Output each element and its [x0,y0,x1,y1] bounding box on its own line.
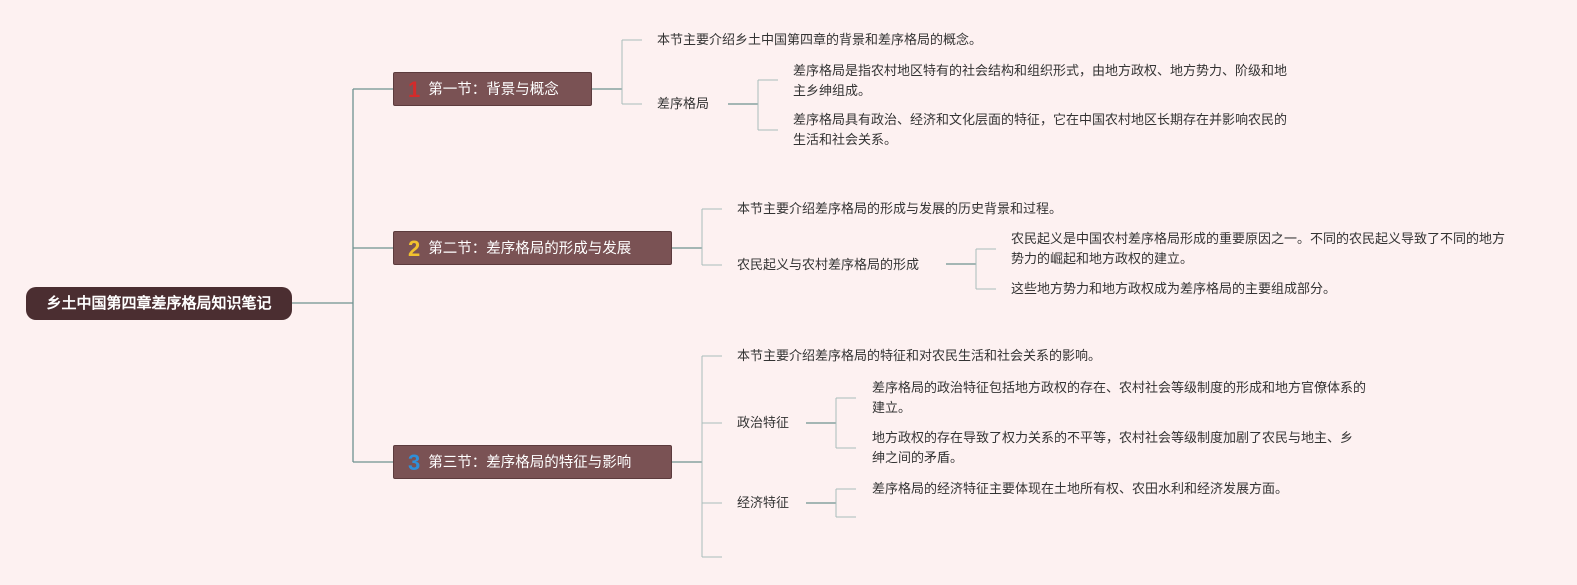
section-1-intro: 本节主要介绍乡土中国第四章的背景和差序格局的概念。 [657,33,983,48]
section-2-title: 第二节：差序格局的形成与发展 [428,241,632,257]
topic-political[interactable]: 政治特征 [737,416,790,431]
topic-economic[interactable]: 经济特征 [737,496,790,511]
section-2-number: 2 [408,236,421,261]
note-3-2: 地方政权的存在导致了权力关系的不平等，农村社会等级制度加剧了农民与地主、乡绅之间… [872,431,1354,466]
section-3-intro: 本节主要介绍差序格局的特征和对农民生活和社会关系的影响。 [737,349,1102,364]
section-1-node[interactable]: 1 第一节：背景与概念 [393,72,592,106]
root-node[interactable]: 乡土中国第四章差序格局知识笔记 [26,287,292,320]
section-3-number: 3 [408,450,421,475]
note-2-1: 农民起义是中国农村差序格局形成的重要原因之一。不同的农民起义导致了不同的地方势力… [1011,232,1506,267]
section-2-node[interactable]: 2 第二节：差序格局的形成与发展 [393,231,672,265]
note-1-1: 差序格局是指农村地区特有的社会结构和组织形式，由地方政权、地方势力、阶级和地主乡… [793,64,1288,99]
section-2-intro: 本节主要介绍差序格局的形成与发展的历史背景和过程。 [737,202,1063,217]
note-3-1: 差序格局的政治特征包括地方政权的存在、农村社会等级制度的形成和地方官僚体系的建立… [872,381,1367,416]
topic-chaxu-geju[interactable]: 差序格局 [657,97,710,112]
topic-peasant-uprising[interactable]: 农民起义与农村差序格局的形成 [737,258,920,273]
section-1-title: 第一节：背景与概念 [428,82,559,98]
note-3-3: 差序格局的经济特征主要体现在土地所有权、农田水利和经济发展方面。 [872,482,1289,497]
section-3-title: 第三节：差序格局的特征与影响 [428,455,632,471]
section-1-number: 1 [408,77,421,102]
note-1-2: 差序格局具有政治、经济和文化层面的特征，它在中国农村地区长期存在并影响农民的生活… [793,113,1288,148]
note-2-2: 这些地方势力和地方政权成为差序格局的主要组成部分。 [1011,282,1337,297]
section-3-node[interactable]: 3 第三节：差序格局的特征与影响 [393,445,672,479]
